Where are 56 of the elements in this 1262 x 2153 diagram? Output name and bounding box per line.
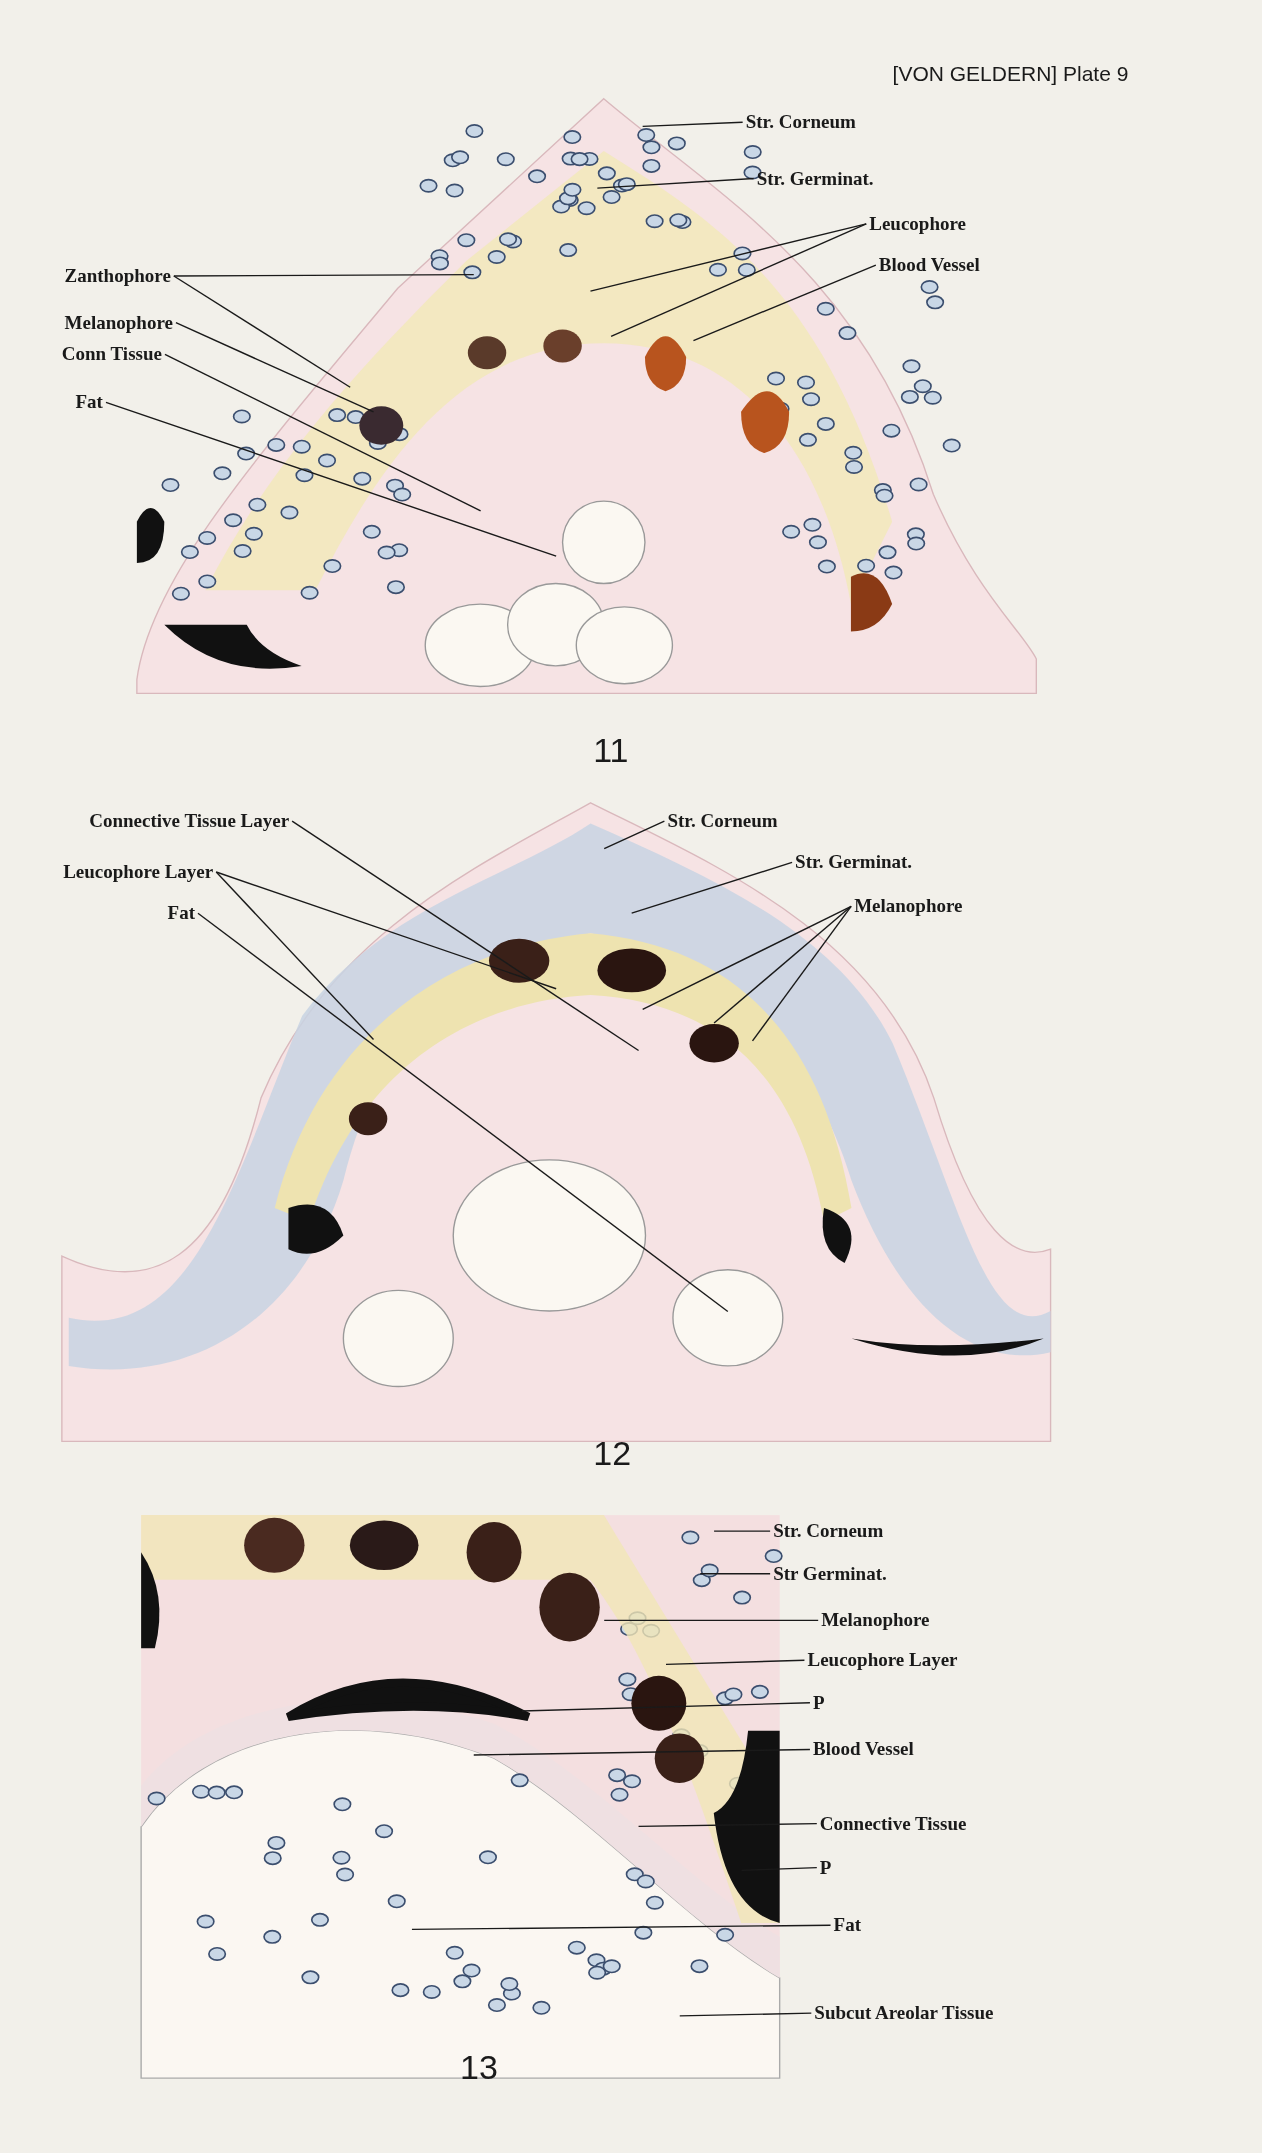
part-label: Str. Corneum [773, 1519, 884, 1544]
part-label: P [819, 1855, 832, 1880]
leader-line [637, 1822, 818, 1828]
leader-line [215, 871, 375, 1041]
part-label: Melanophore [854, 894, 963, 919]
part-label: Str. Corneum [745, 110, 856, 135]
part-label: Str. Corneum [667, 809, 778, 834]
part-label: Blood Vessel [812, 1737, 914, 1762]
leader-line [473, 1748, 811, 1756]
leader-line [215, 871, 557, 990]
plate-header: [VON GELDERN] Plate 9 [892, 60, 1129, 87]
leader-line [175, 322, 375, 413]
part-label: Melanophore [64, 310, 173, 335]
leader-line [665, 1659, 806, 1666]
leader-line [411, 1924, 832, 1931]
leader-line [603, 1619, 819, 1622]
leader-line [596, 177, 755, 189]
part-label: Str Germinat. [773, 1561, 887, 1586]
part-label: Fat [833, 1913, 861, 1938]
leader-line [173, 275, 351, 388]
part-label: Subcut Areolar Tissue [814, 2001, 994, 2026]
part-label: Fat [75, 390, 103, 415]
leader-line [641, 121, 744, 128]
part-label: Leucophore [869, 211, 966, 236]
part-label: Str. Germinat. [795, 850, 913, 875]
leader-line [740, 1866, 818, 1872]
leader-line [679, 2012, 812, 2017]
leader-line [105, 401, 557, 557]
part-label: Zanthophore [64, 264, 171, 288]
leader-line [692, 264, 877, 342]
figure-number: 11 [593, 730, 629, 772]
leader-line [751, 905, 852, 1042]
part-label: Str. Germinat. [756, 166, 874, 191]
leader-line [291, 820, 640, 1052]
leader-line [603, 820, 666, 850]
leader-line [521, 1702, 811, 1712]
part-label: Connective Tissue Layer [89, 809, 290, 834]
leader-line [713, 1530, 771, 1532]
part-label: Melanophore [821, 1608, 930, 1633]
leader-line [164, 353, 482, 512]
leader-line [713, 905, 852, 1024]
part-label: Blood Vessel [878, 253, 980, 278]
part-label: P [812, 1690, 825, 1715]
figure-number: 12 [593, 1433, 632, 1475]
part-label: Leucophore Layer [807, 1648, 958, 1673]
leader-line [173, 273, 475, 277]
part-label: Connective Tissue [819, 1811, 967, 1836]
leader-line [641, 905, 852, 1011]
leader-line [631, 861, 793, 914]
leader-line [699, 1573, 771, 1575]
leader-line [197, 912, 729, 1313]
leader-line [610, 223, 867, 338]
part-label: Fat [167, 901, 195, 926]
part-label: Leucophore Layer [63, 860, 214, 884]
figure-number: 13 [460, 2047, 498, 2088]
part-label: Conn Tissue [61, 342, 162, 367]
